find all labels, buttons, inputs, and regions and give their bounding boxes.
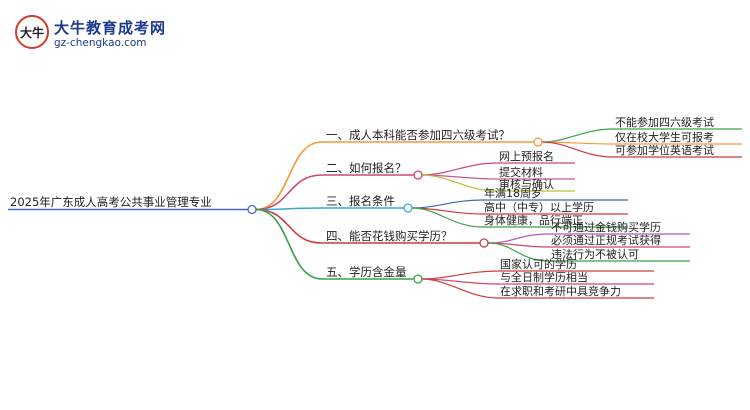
leaf-node[interactable]: 审核与确认 xyxy=(497,177,575,192)
leaf-label: 提交材料 xyxy=(499,165,543,179)
leaf-node[interactable]: 违法行为不被认可 xyxy=(549,247,690,262)
leaf-label: 可参加学位英语考试 xyxy=(615,143,714,157)
leaf-edge xyxy=(421,270,499,280)
leaf-node[interactable]: 国家认可的学历 xyxy=(498,257,654,272)
leaf-edge xyxy=(421,162,498,176)
branch-label: 五、学历含金量 xyxy=(326,265,407,279)
leaf-node[interactable]: 身体健康，品行端正 xyxy=(482,213,628,228)
leaf-edge xyxy=(487,233,550,244)
leaf-node[interactable]: 不可通过金钱购买学历 xyxy=(549,220,690,235)
branch-label: 一、成人本科能否参加四六级考试？ xyxy=(326,128,510,142)
leaf-node[interactable]: 可参加学位英语考试 xyxy=(613,143,742,158)
branch-edge xyxy=(255,141,323,211)
leaf-label: 年满18周岁 xyxy=(484,186,542,200)
branch-node-3[interactable]: 三、报名条件 xyxy=(322,194,413,213)
logo-title: 大牛教育成考网 xyxy=(54,19,167,37)
branch-edge xyxy=(255,208,323,280)
branches: 一、成人本科能否参加四六级考试？ 不能参加四六级考试仅在校大学生可报考可参加学位英… xyxy=(322,115,742,299)
root-node[interactable]: 2025年广东成人高考公共事业管理专业 xyxy=(8,195,257,215)
leaf-node[interactable]: 年满18周岁 xyxy=(482,186,628,201)
leaf-label: 仅在校大学生可报考 xyxy=(615,130,714,144)
branch-edge xyxy=(255,208,323,244)
leaf-node[interactable]: 在求职和考研中具竞争力 xyxy=(498,284,654,299)
branch-connector xyxy=(413,170,423,180)
leaf-label: 国家认可的学历 xyxy=(500,257,577,271)
leaf-label: 审核与确认 xyxy=(499,177,554,191)
leaf-node[interactable]: 高中（中专）以上学历 xyxy=(482,200,628,215)
mind-map-edges xyxy=(255,128,614,299)
logo-mark-text: 大牛 xyxy=(20,25,44,40)
leaf-label: 不可通过金钱购买学历 xyxy=(551,220,661,234)
leaf-node[interactable]: 不能参加四六级考试 xyxy=(613,115,742,130)
branch-connector xyxy=(479,238,489,248)
leaf-label: 必须通过正规考试获得 xyxy=(551,233,661,247)
leaf-node[interactable]: 仅在校大学生可报考 xyxy=(613,130,742,145)
branch-connector xyxy=(533,137,543,147)
branch-connector xyxy=(413,274,423,284)
branch-edge xyxy=(255,207,323,211)
branch-connector xyxy=(403,203,413,213)
leaf-edge xyxy=(487,242,550,262)
branch-node-1[interactable]: 一、成人本科能否参加四六级考试？ xyxy=(322,128,543,147)
logo-url: gz-chengkao.com xyxy=(54,37,147,49)
leaf-label: 违法行为不被认可 xyxy=(551,247,639,261)
leaf-label: 与全日制学历相当 xyxy=(500,270,588,284)
leaf-label: 身体健康，品行端正 xyxy=(484,213,583,227)
leaf-edge xyxy=(411,199,483,209)
leaf-edge xyxy=(421,174,498,192)
leaf-edge xyxy=(411,207,483,228)
leaf-label: 网上预报名 xyxy=(499,149,554,163)
branch-label: 三、报名条件 xyxy=(326,194,395,208)
leaf-label: 不能参加四六级考试 xyxy=(615,115,714,129)
logo-mark-icon: 大牛 xyxy=(15,15,49,49)
leaf-edge xyxy=(541,128,614,143)
branch-edge xyxy=(255,174,323,211)
branch-label: 二、如何报名？ xyxy=(326,161,407,175)
root-connector xyxy=(247,204,257,215)
branch-node-2[interactable]: 二、如何报名？ xyxy=(322,161,423,180)
leaf-node[interactable]: 提交材料 xyxy=(497,165,575,180)
leaf-label: 在求职和考研中具竞争力 xyxy=(500,284,621,298)
leaf-edge xyxy=(541,141,614,158)
leaf-node[interactable]: 必须通过正规考试获得 xyxy=(549,233,690,248)
branch-label: 四、能否花钱购买学历？ xyxy=(326,229,453,243)
leaf-node[interactable]: 与全日制学历相当 xyxy=(498,270,654,285)
root-label: 2025年广东成人高考公共事业管理专业 xyxy=(10,195,212,209)
logo: 大牛 大牛教育成考网 gz-chengkao.com xyxy=(14,14,167,54)
leaf-edge xyxy=(421,278,499,299)
leaf-label: 高中（中专）以上学历 xyxy=(484,200,594,214)
branch-node-5[interactable]: 五、学历含金量 xyxy=(322,265,423,284)
branch-node-4[interactable]: 四、能否花钱购买学历？ xyxy=(322,229,489,248)
leaf-node[interactable]: 网上预报名 xyxy=(497,149,575,164)
